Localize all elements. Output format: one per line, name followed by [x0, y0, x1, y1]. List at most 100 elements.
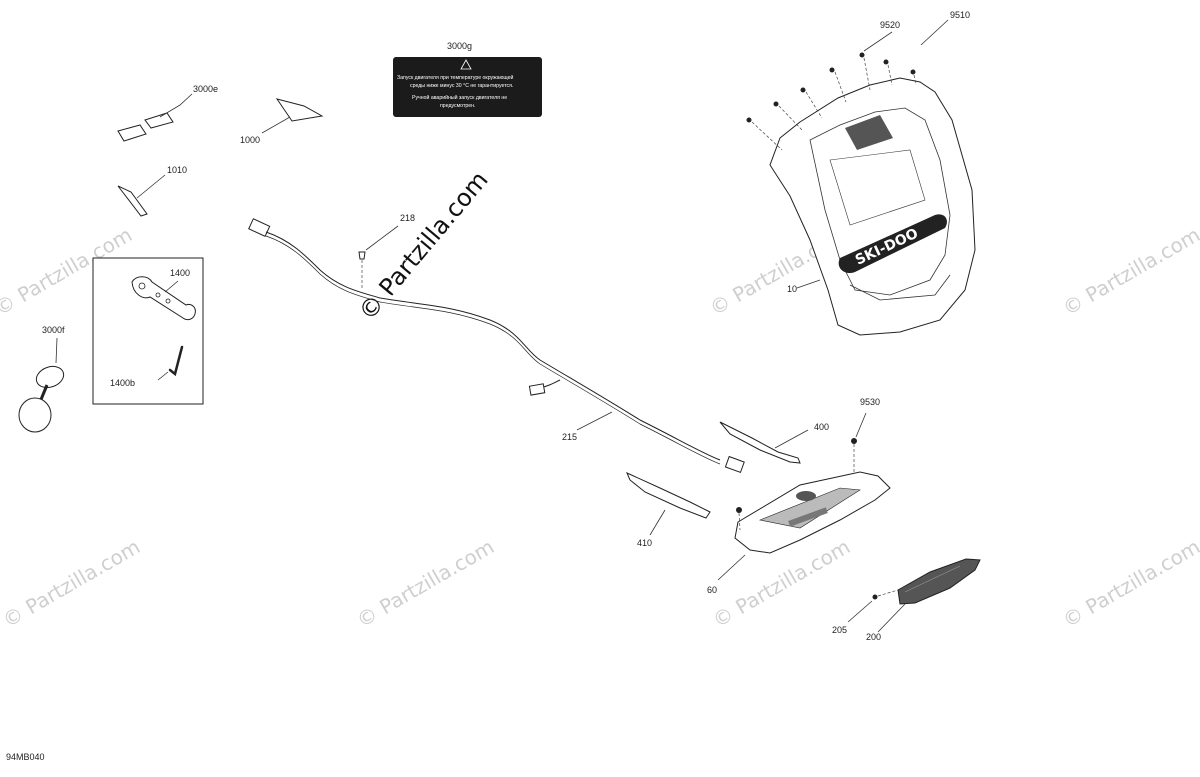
- hex-key-tool: [168, 345, 184, 377]
- clip-218: [358, 251, 366, 260]
- strip-410: [626, 472, 711, 519]
- screw-icon: [851, 438, 857, 444]
- label-215: 215: [562, 432, 577, 442]
- dashed-guide: [887, 64, 893, 86]
- lens-highlight: [904, 565, 961, 593]
- part-9530[interactable]: 9530: [851, 397, 880, 472]
- screw-icon: [872, 594, 878, 600]
- label-9510: 9510: [950, 10, 970, 20]
- leader-3000e: [159, 93, 193, 118]
- part-205[interactable]: 205: [832, 589, 899, 635]
- part-3000f-mirror[interactable]: 3000f: [18, 325, 67, 433]
- part-1010[interactable]: 1010: [117, 165, 187, 217]
- label-400: 400: [814, 422, 829, 432]
- leader-3000f: [55, 337, 58, 364]
- watermark-main: © Partzilla.com: [353, 166, 493, 326]
- dashed-guide: [913, 74, 917, 86]
- connector-left: [248, 218, 271, 237]
- decal-1010: [117, 185, 148, 217]
- connector-right: [724, 455, 745, 474]
- label-10: 10: [787, 284, 797, 294]
- housing-grille: [788, 507, 828, 527]
- part-1400-toolkit[interactable]: 1400 1400b: [92, 257, 204, 405]
- wrench-hole: [165, 298, 171, 304]
- dashed-guide: [877, 589, 899, 597]
- leader-1400: [164, 280, 179, 293]
- wrench-hole: [138, 282, 146, 290]
- part-400[interactable]: 400: [719, 421, 829, 464]
- label-218: 218: [400, 213, 415, 223]
- part-410[interactable]: 410: [626, 472, 711, 548]
- part-215-harness[interactable]: 215: [248, 218, 745, 474]
- watermark: © Partzilla.com: [1059, 534, 1200, 632]
- dashed-guide: [834, 71, 847, 103]
- part-200-lens[interactable]: 200: [866, 558, 981, 642]
- leader-1000: [261, 116, 291, 134]
- part-3000e[interactable]: 3000e: [117, 84, 218, 142]
- mirror-top: [35, 365, 65, 389]
- screw-icon: [829, 67, 835, 73]
- decal-3000e-b: [144, 112, 174, 129]
- panel-outline: [769, 77, 976, 336]
- warning-triangle-icon: [460, 59, 472, 70]
- part-1000[interactable]: 1000: [240, 98, 324, 145]
- watermark: © Partzilla.com: [1059, 222, 1200, 320]
- label-1400: 1400: [170, 268, 190, 278]
- connector-middle: [528, 383, 546, 396]
- screw-icon: [746, 117, 752, 123]
- harness-wire: [265, 231, 721, 461]
- decal-3000e-a: [117, 124, 147, 142]
- decal-3000g-line3: Ручной аварийный запуск двигателя не: [412, 94, 507, 101]
- leader-60: [717, 554, 746, 581]
- harness-wire-edge: [265, 235, 721, 465]
- panel-vent: [845, 115, 893, 150]
- leader-215: [576, 411, 613, 431]
- brand-logo-plate: [838, 214, 947, 274]
- wrench-hole: [155, 292, 161, 298]
- decal-3000g-line4: предусмотрен.: [440, 103, 475, 109]
- dashed-guide: [778, 105, 803, 131]
- decal-1000: [275, 98, 324, 122]
- screw-icon: [736, 507, 742, 513]
- diagram-code: 94MB040: [6, 752, 45, 762]
- leader-410: [649, 509, 666, 536]
- screw-icon: [910, 69, 916, 75]
- screw-set: [746, 52, 917, 151]
- leader-9530: [855, 412, 867, 438]
- leader-218: [365, 225, 399, 251]
- label-60: 60: [707, 585, 717, 595]
- leader-400: [774, 429, 809, 449]
- wrench-tool: [131, 276, 196, 321]
- decal-3000g-body: [393, 57, 542, 117]
- dashed-guide: [805, 91, 823, 119]
- label-1400b: 1400b: [110, 378, 135, 388]
- leader-9520: [863, 31, 893, 52]
- label-9530: 9530: [860, 397, 880, 407]
- part-60-housing[interactable]: 60: [707, 471, 891, 595]
- screw-icon: [883, 59, 889, 65]
- label-3000e: 3000e: [193, 84, 218, 94]
- part-10-panel[interactable]: SKI-DOO 10: [769, 77, 976, 336]
- leader-9510: [920, 19, 949, 46]
- label-3000f: 3000f: [42, 325, 65, 335]
- watermark: © Partzilla.com: [709, 534, 855, 632]
- leader-1400b: [157, 371, 169, 381]
- lens-200: [897, 558, 981, 605]
- leader-205: [847, 600, 873, 623]
- label-1010: 1010: [167, 165, 187, 175]
- leader-200: [877, 603, 906, 633]
- label-200: 200: [866, 632, 881, 642]
- housing-port: [796, 491, 816, 501]
- leader-10: [796, 279, 821, 289]
- screw-icon: [773, 101, 779, 107]
- label-1000: 1000: [240, 135, 260, 145]
- part-9510-9520-screws[interactable]: 9520 9510: [746, 10, 971, 151]
- label-9520: 9520: [880, 20, 900, 30]
- part-3000g-decal[interactable]: 3000g Запуск двигателя при температуре о…: [393, 41, 542, 117]
- label-410: 410: [637, 538, 652, 548]
- part-218-clip[interactable]: 218: [358, 213, 415, 290]
- leader-1010: [136, 174, 166, 199]
- strip-400: [719, 421, 801, 464]
- dashed-guide: [863, 57, 871, 91]
